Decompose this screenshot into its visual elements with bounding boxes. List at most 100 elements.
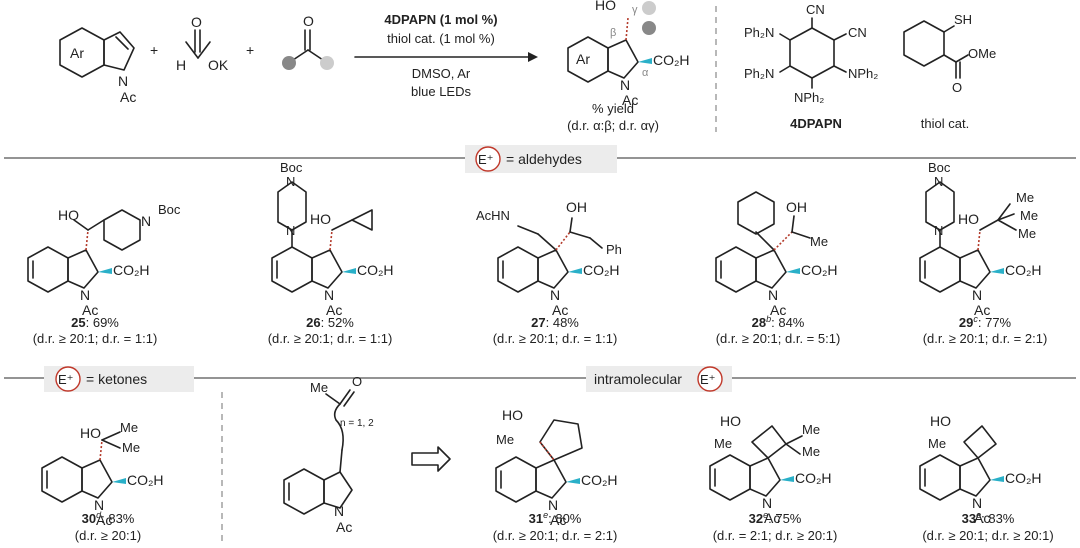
open-arrow [411, 446, 451, 472]
co2h-27: CO₂H [583, 262, 620, 278]
caption-32: 32e: 75% [749, 510, 802, 526]
ph2n-2: Ph₂N [744, 66, 774, 81]
compound-27: AcHN OH Ph N Ac CO₂H [476, 199, 622, 318]
indole-substrate: Ar N Ac [59, 27, 136, 105]
ho-29: HO [958, 211, 979, 227]
dr-27: (d.r. ≥ 20:1; d.r. = 1:1) [493, 331, 618, 346]
nph2-2: NPh₂ [794, 90, 824, 105]
dr-31: (d.r. ≥ 20:1; d.r. = 2:1) [493, 528, 618, 543]
compound-28: OH Me N Ac CO₂H [715, 191, 838, 318]
me2-29: Me [1020, 208, 1038, 223]
eplus-circle-1 [475, 146, 501, 172]
dr-26: (d.r. ≥ 20:1; d.r. = 1:1) [268, 331, 393, 346]
ketone-o: O [303, 13, 314, 29]
me1-29: Me [1016, 190, 1034, 205]
caption-27: 27: 48% [531, 315, 579, 330]
eplus-circle-3 [697, 366, 723, 392]
compound-31: HO Me N Ac CO₂H [495, 407, 618, 528]
product-ar: Ar [576, 51, 590, 67]
o-substrate: O [352, 374, 362, 389]
me2-30: Me [122, 440, 140, 455]
dr-32: (d.r. = 2:1; d.r. ≥ 20:1) [713, 528, 838, 543]
cn-2: CN [848, 25, 867, 40]
me-28: Me [810, 234, 828, 249]
gamma-label: γ [632, 4, 638, 16]
co2h-29: CO₂H [1005, 262, 1042, 278]
n2-33: N [972, 495, 982, 511]
compound-33: HO Me N Ac CO₂H [919, 413, 1042, 526]
ac-25: Ac [82, 302, 98, 318]
n3-29: N [934, 223, 943, 238]
boc-26: Boc [280, 160, 303, 175]
caption-33: 33e: 83% [962, 510, 1015, 526]
catalyst-line: 4DPAPN (1 mol %) [384, 12, 497, 27]
yield-label: % yield [592, 101, 634, 116]
formate-reagent: O H OK [176, 14, 229, 73]
oh-28: OH [786, 199, 807, 215]
me3-29: Me [1018, 226, 1036, 241]
eplus-2: E⁺ [58, 372, 74, 387]
compound-26: HO N N Boc N Ac CO₂H [271, 160, 394, 318]
intramolecular-substrate: Me O n = 1, 2 N Ac [283, 374, 374, 535]
plus-2: + [246, 42, 254, 58]
catalyst-name: 4DPAPN [790, 116, 842, 131]
boc-29: Boc [928, 160, 951, 175]
dr-label: (d.r. α:β; d.r. αγ) [567, 118, 659, 133]
indole-ac-label: Ac [120, 89, 136, 105]
dr-28: (d.r. ≥ 20:1; d.r. = 5:1) [716, 331, 841, 346]
product-ho: HO [595, 0, 616, 13]
ac-29: Ac [974, 302, 990, 318]
ac-30: Ac [96, 512, 112, 528]
sh-label: SH [954, 12, 972, 27]
co2h-32: CO₂H [795, 470, 832, 486]
co2h-33: CO₂H [1005, 470, 1042, 486]
plus-1: + [150, 42, 158, 58]
ho-25: HO [58, 207, 79, 223]
n2-31: N [548, 497, 558, 513]
ac-33: Ac [974, 510, 990, 526]
catalyst-4dpapn: CN CN Ph₂N Ph₂N NPh₂ NPh₂ [744, 2, 878, 105]
thiol-catalyst: SH OMe O [903, 12, 996, 95]
ketone-reagent: O [282, 13, 334, 70]
co2h-31: CO₂H [581, 472, 618, 488]
formate-ok: OK [208, 57, 229, 73]
thiol-line: thiol cat. (1 mol %) [387, 31, 495, 46]
product-n: N [620, 77, 630, 93]
me1-30: Me [120, 420, 138, 435]
intramolecular-label: intramolecular [594, 371, 682, 387]
product-co2h: CO₂H [653, 52, 690, 68]
ar-label: Ar [70, 45, 84, 61]
eplus-1: E⁺ [478, 152, 494, 167]
n2-29: N [972, 287, 982, 303]
dr-33: (d.r. ≥ 20:1; d.r. ≥ 20:1) [922, 528, 1053, 543]
ac-32: Ac [764, 510, 780, 526]
cn-1: CN [806, 2, 825, 17]
formate-o: O [191, 14, 202, 30]
compound-30: HO Me Me N Ac CO₂H [41, 420, 164, 528]
ho-31: HO [502, 407, 523, 423]
co2h-25: CO₂H [113, 262, 150, 278]
ho-33: HO [930, 413, 951, 429]
nph2-1: NPh₂ [848, 66, 878, 81]
oh-27: OH [566, 199, 587, 215]
me1-32: Me [714, 436, 732, 451]
solvent-line: DMSO, Ar [412, 66, 471, 81]
ho-26: HO [310, 211, 331, 227]
row1-captions: 25: 69% (d.r. ≥ 20:1; d.r. = 1:1) 26: 52… [33, 314, 1048, 346]
compound-29: HO N N Boc Me Me Me N Ac CO₂H [919, 160, 1042, 318]
n2-25: N [80, 287, 90, 303]
indole-n-label: N [118, 73, 128, 89]
ac-28: Ac [770, 302, 786, 318]
n4-29: N [934, 174, 943, 189]
thiol-o: O [952, 80, 962, 95]
n-range-label: n = 1, 2 [340, 418, 374, 429]
ho-32: HO [720, 413, 741, 429]
co2h-30: CO₂H [127, 472, 164, 488]
ac-27: Ac [552, 302, 568, 318]
caption-25: 25: 69% [71, 315, 119, 330]
product-generic: Ar N Ac CO₂H HO β α γ [567, 0, 690, 108]
n3-26: N [286, 223, 295, 238]
achn-27: AcHN [476, 208, 510, 223]
ph2n-1: Ph₂N [744, 25, 774, 40]
